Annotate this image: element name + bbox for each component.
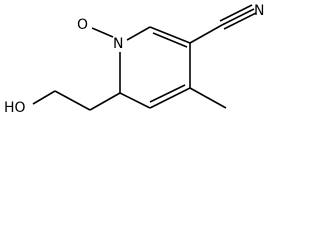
bond-c6-ch2a <box>89 92 121 111</box>
atom-nitrile-nitrogen: N <box>254 3 264 19</box>
bond-n1-c2 <box>126 26 151 41</box>
bond-c2-c3 <box>149 26 191 44</box>
bond-c4-methyl <box>189 87 227 109</box>
chemical-structure: N O N HO <box>4 3 264 116</box>
atom-hydroxyl-group: HO <box>4 100 26 116</box>
bond-c5-c6 <box>119 92 151 109</box>
bond-nitrile-triple-3 <box>223 12 257 30</box>
bond-ch2b-oh <box>32 90 56 105</box>
bond-ch2a-ch2b <box>54 90 91 111</box>
bond-c3-nitrile-c <box>189 24 223 44</box>
bond-nitrile-triple-1 <box>221 8 255 26</box>
bond-c4-c5-double <box>149 84 186 103</box>
bond-n1-o <box>91 27 114 38</box>
atom-oxide-oxygen: O <box>77 17 88 33</box>
bond-nitrile-triple-2 <box>219 4 253 22</box>
bond-c4-c5 <box>149 87 191 109</box>
bond-c2-c3-double <box>152 32 188 48</box>
atom-ring-nitrogen: N <box>113 36 123 52</box>
